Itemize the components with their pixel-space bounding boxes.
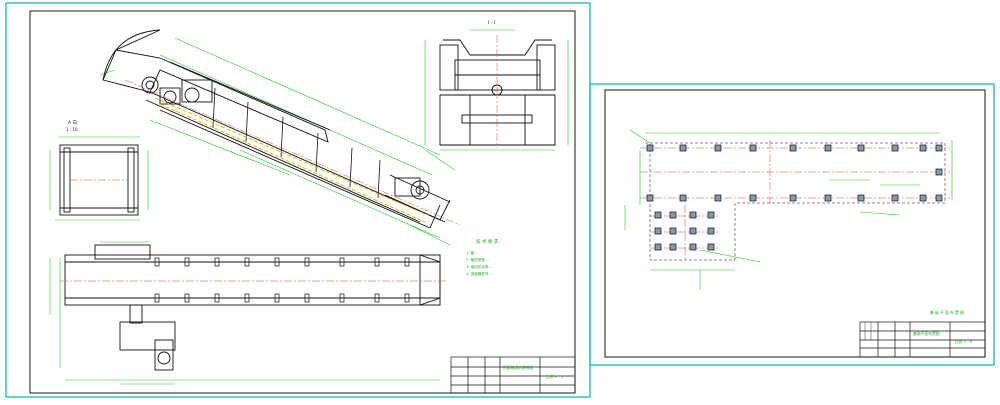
end-view-section: I - I: [424, 20, 569, 151]
foundation-layout-label: 基 础 平 面 布 置 图: [930, 310, 964, 315]
sheet-left-frame: [5, 2, 591, 398]
sheet-right: 基 础 平 面 布 置 图 基础平面布置图 比例 1 : 5: [589, 83, 995, 366]
section-view-label: I - I: [488, 20, 495, 26]
sheet-right-frame: [589, 83, 995, 366]
scale-right: 比例 1 : 5: [955, 339, 973, 344]
elevation-view-scale: 1 : 10: [66, 127, 78, 132]
drawing-name-left: 刮板输送机总装图: [503, 365, 534, 370]
scale-left: 比例 1 : 5: [546, 374, 564, 379]
plan-view: [49, 241, 448, 385]
anchor-bolts: [646, 144, 943, 251]
tech-note-3: 3. 电动机功率 ...: [466, 264, 493, 269]
sheet-right-border: [604, 89, 986, 358]
sheet-left-border: [29, 10, 576, 394]
title-block-left: 刮板输送机总装图 比例 1 : 5: [450, 356, 576, 394]
technical-notes: 技 术 要 求 1. 输 ... 2. 输送带宽 ... 3. 电动机功率 ..…: [466, 238, 499, 276]
elevation-view-label: A 向: [68, 119, 78, 126]
tech-note-1: 1. 输 ...: [466, 250, 479, 255]
title-block-right: 基础平面布置图 比例 1 : 5: [859, 321, 986, 358]
tech-note-2: 2. 输送带宽 ...: [466, 257, 490, 262]
sheet-left: A 向 1 : 10 I - I: [5, 2, 591, 398]
tech-notes-heading: 技 术 要 求: [476, 238, 499, 245]
inclined-conveyor-view: A 向 1 : 10: [66, 29, 461, 246]
tech-note-4: 4. 减速器型号 ...: [466, 271, 493, 276]
side-view: [49, 136, 149, 221]
drawing-name-right: 基础平面布置图: [913, 331, 940, 336]
